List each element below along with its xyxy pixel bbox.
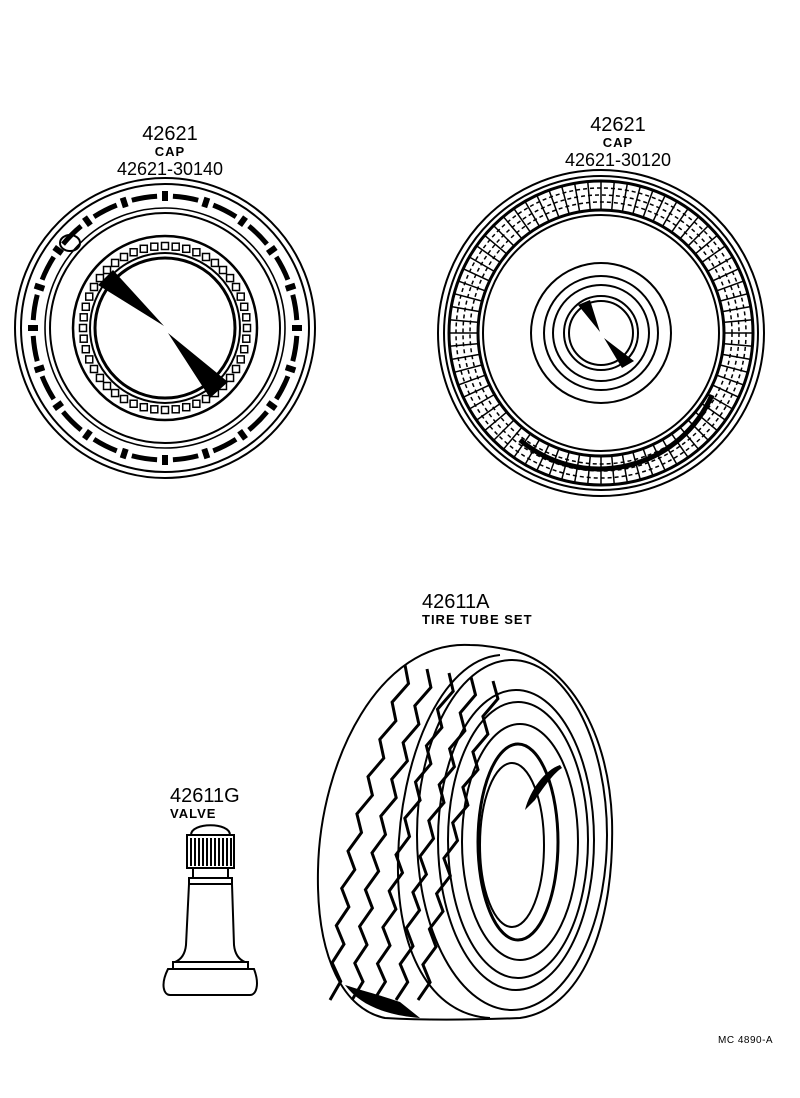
- tire-label: 42611A TIRE TUBE SET: [422, 592, 533, 626]
- cap-right-name: CAP: [602, 135, 634, 150]
- valve-part-number: 42611G: [170, 785, 240, 807]
- cap-left-sub-number: 42621-30140: [116, 159, 224, 179]
- valve-name: VALVE: [170, 806, 217, 821]
- reference-code: MC 4890-A: [718, 1035, 774, 1046]
- cap-right-label: 42621 CAP 42621-30120: [548, 115, 688, 169]
- cap-left-name: CAP: [154, 144, 186, 159]
- cap-right-part-number: 42621: [590, 114, 646, 136]
- cap-left-part-number: 42621: [142, 123, 198, 145]
- valve-label: 42611G VALVE: [170, 786, 240, 820]
- tire-part-number: 42611A: [422, 591, 490, 613]
- cap-right-sub-number: 42621-30120: [564, 150, 672, 170]
- tire-name: TIRE TUBE SET: [422, 612, 533, 627]
- cap-left-label: 42621 CAP 42621-30140: [100, 124, 240, 178]
